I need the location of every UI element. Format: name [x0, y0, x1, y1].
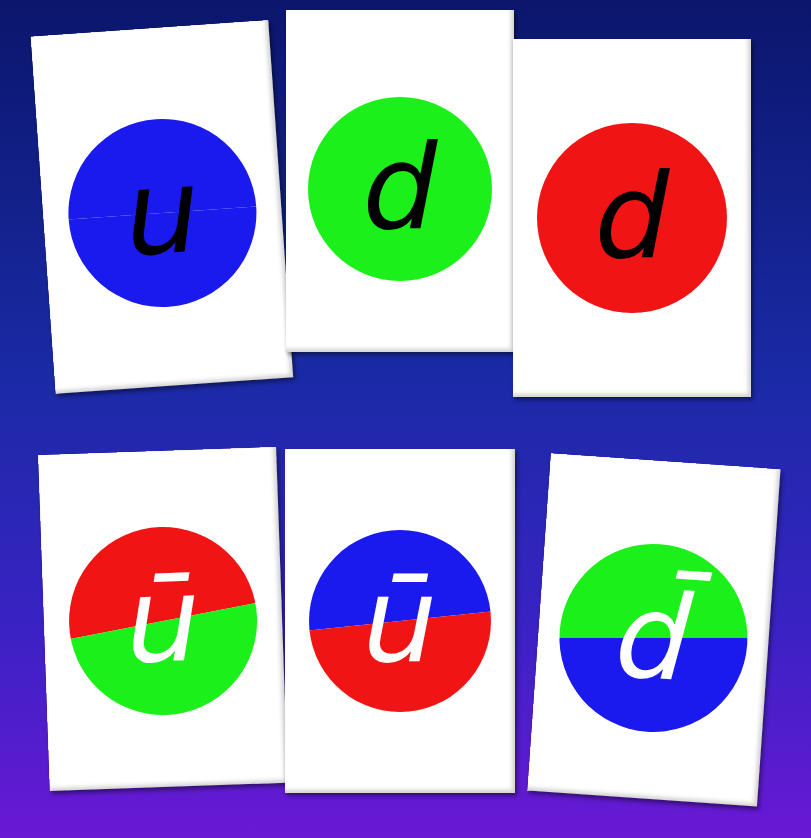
- quark-symbol: ū: [363, 553, 438, 689]
- quark-card: u: [31, 20, 293, 394]
- quark-card: ū: [285, 449, 515, 793]
- quark-card: d̄: [527, 453, 780, 806]
- quark-symbol: d: [363, 121, 438, 257]
- quark-symbol: d̄: [611, 568, 695, 709]
- quark-symbol: ū: [123, 552, 202, 690]
- quark-card: ū: [38, 447, 288, 791]
- quark-symbol: d: [595, 150, 670, 286]
- quark-card: d: [513, 39, 751, 397]
- quark-card: d: [286, 10, 514, 352]
- quark-symbol: u: [120, 143, 204, 284]
